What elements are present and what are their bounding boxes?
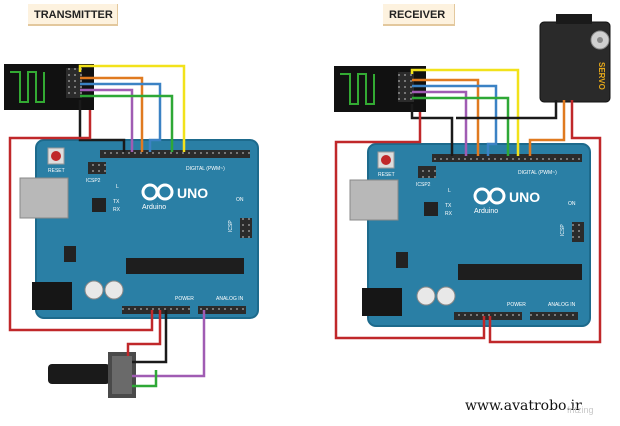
rx-l-led-text: L: [448, 188, 451, 194]
rx-wire-orange: [412, 78, 480, 156]
rx-power-text: POWER: [507, 302, 526, 308]
tx-analog-header: [198, 306, 246, 314]
tx-reset-text: RESET: [48, 168, 65, 174]
tx-wire-purple: [80, 88, 134, 152]
rx-infinity-logo: [473, 187, 506, 205]
rx-regulator: [396, 252, 408, 268]
rx-tx-led-text: TX: [445, 203, 452, 209]
tx-icsp-text: ICSP: [228, 220, 234, 232]
rx-analog-text: ANALOG IN: [548, 302, 576, 308]
tx-wire-yellow: [78, 64, 186, 152]
tx-capacitor-1: [84, 280, 104, 300]
tx-brand-text: UNO: [177, 185, 208, 201]
rx-usb-port: [349, 179, 399, 221]
site-url: www.avatrobo.ir: [465, 398, 582, 414]
rx-radio-antenna: [340, 73, 375, 105]
tx-on-led-text: ON: [236, 197, 244, 203]
fritzing-watermark: fritzing: [567, 405, 594, 415]
receiver-title: RECEIVER: [383, 4, 455, 26]
tx-digital-text: DIGITAL (PWM~): [186, 166, 225, 172]
tx-power-text: POWER: [175, 296, 194, 302]
transmitter-arduino-board: UNO Arduino RESET ICSP2 DIGITAL (PWM~) P…: [19, 139, 259, 319]
rx-icsp2-text: ICSP2: [416, 182, 431, 188]
tx-maker-text: Arduino: [142, 204, 166, 211]
tx-power-header: [122, 306, 190, 314]
rx-on-led-text: ON: [568, 201, 576, 207]
rx-icsp-text: ICSP: [560, 224, 566, 236]
tx-wires: [8, 64, 206, 388]
rx-reset-text: RESET: [378, 172, 395, 178]
tx-reset-knob: [51, 151, 61, 161]
rx-radio-module: [334, 66, 426, 112]
tx-atmega-chip: [126, 258, 244, 274]
tx-infinity-logo: [141, 183, 174, 201]
servo-label: SERVO: [597, 62, 606, 90]
rx-capacitor-2: [436, 286, 456, 306]
rx-digital-header: [432, 154, 582, 162]
rx-wire-green: [412, 96, 510, 156]
tx-icsp2-header: [88, 162, 106, 174]
tx-regulator: [64, 246, 76, 262]
tx-small-chip: [92, 198, 106, 212]
receiver-arduino-board: UNO Arduino RESET ICSP2 DIGITAL (PWM~) P…: [349, 143, 591, 327]
tx-icsp2-text: ICSP2: [86, 178, 101, 184]
rx-radio-header: [398, 72, 414, 102]
tx-l-led-text: L: [116, 184, 119, 190]
rx-wire-purple: [412, 90, 468, 156]
rx-atmega-chip: [458, 264, 582, 280]
tx-wire-green-pot: [132, 370, 158, 388]
rx-small-chip: [424, 202, 438, 216]
rx-wire-servo-red: [488, 100, 602, 344]
rx-rx-led-text: RX: [445, 211, 453, 217]
rx-digital-text: DIGITAL (PWM~): [518, 170, 557, 176]
rx-wire-blue: [412, 84, 498, 156]
tx-capacitor-2: [104, 280, 124, 300]
rx-icsp-header: [572, 222, 584, 242]
tx-usb-port: [19, 177, 69, 219]
rx-analog-header: [530, 312, 578, 320]
rx-icsp2-header: [418, 166, 436, 178]
rx-reset-knob: [381, 155, 391, 165]
tx-wire-red-pot: [126, 310, 162, 356]
servo-motor: SERVO: [539, 14, 611, 103]
tx-analog-text: ANALOG IN: [216, 296, 244, 302]
tx-wire-black: [78, 100, 126, 152]
rx-wire-servo-orange: [528, 100, 566, 156]
rx-power-header: [454, 312, 522, 320]
tx-wire-orange: [80, 76, 144, 152]
rx-wire-yellow: [410, 68, 520, 156]
tx-power-jack: [32, 282, 72, 310]
servo-mount: [556, 14, 592, 24]
tx-icsp-header: [240, 218, 252, 238]
rx-power-jack: [362, 288, 402, 316]
pot-body-highlight: [112, 356, 132, 394]
rx-wire-black: [410, 104, 454, 156]
pot-shaft: [48, 364, 110, 384]
rx-brand-text: UNO: [509, 189, 540, 205]
tx-potentiometer: [48, 352, 136, 398]
tx-wire-blue: [80, 82, 162, 152]
rx-maker-text: Arduino: [474, 208, 498, 215]
rx-capacitor-1: [416, 286, 436, 306]
rx-wire-servo-black: [456, 100, 558, 120]
servo-horn-center: [597, 37, 603, 43]
transmitter-title: TRANSMITTER: [28, 4, 118, 26]
rx-wires: [334, 68, 602, 344]
tx-wire-red-loop: [8, 110, 154, 332]
rx-wire-red-loop: [334, 112, 486, 340]
tx-tx-led-text: TX: [113, 199, 120, 205]
tx-wire-green: [80, 94, 174, 152]
tx-digital-header: [100, 150, 250, 158]
tx-radio-antenna: [10, 71, 45, 103]
tx-rx-led-text: RX: [113, 207, 121, 213]
tx-radio-header: [66, 68, 82, 98]
tx-wire-black-pot: [132, 310, 168, 364]
